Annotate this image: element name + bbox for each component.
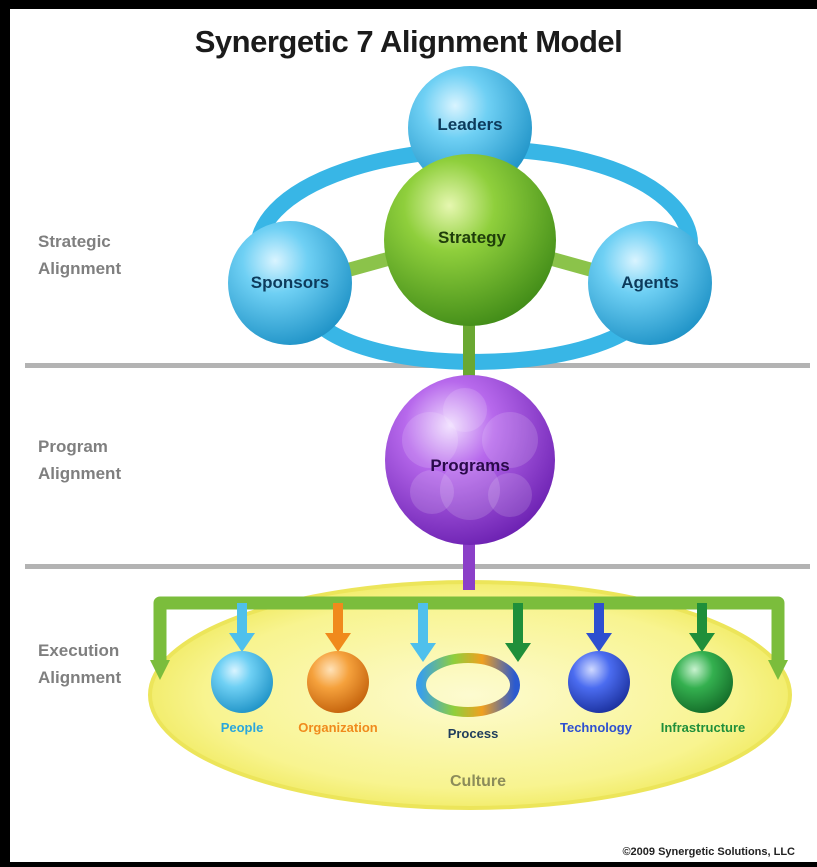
band-label-line: Program	[38, 437, 108, 456]
execution-alignment-label: Execution Alignment	[38, 637, 121, 691]
arrow-organization-head	[325, 633, 351, 652]
organization-sphere	[307, 651, 369, 713]
frame-border-left	[0, 0, 10, 867]
leaders-label: Leaders	[437, 115, 502, 134]
bubble	[482, 412, 538, 468]
infrastructure-label: Infrastructure	[661, 720, 746, 735]
infrastructure-sphere	[671, 651, 733, 713]
program-alignment-label: Program Alignment	[38, 433, 121, 487]
stem-strategy-programs	[463, 310, 475, 385]
arrow-right-end	[768, 660, 788, 680]
arrow-infrastructure	[697, 603, 707, 635]
arrow-process-right-head	[505, 643, 531, 662]
programs-label: Programs	[430, 456, 509, 475]
band-label-line: Alignment	[38, 259, 122, 278]
stem-programs-execution	[463, 540, 475, 590]
copyright-notice: ©2009 Synergetic Solutions, LLC	[622, 846, 795, 858]
band-divider-2	[25, 564, 810, 569]
bubble	[443, 388, 487, 432]
sponsors-label: Sponsors	[251, 273, 329, 292]
arrow-process-left-head	[410, 643, 436, 662]
arrow-process-left	[418, 603, 428, 645]
people-label: People	[221, 720, 264, 735]
bubble	[440, 460, 500, 520]
agents-label: Agents	[621, 273, 679, 292]
band-label-line: Strategic	[38, 232, 111, 251]
arrow-people-head	[229, 633, 255, 652]
band-label-line: Alignment	[38, 668, 122, 687]
orbit-ring-bottom	[302, 307, 653, 370]
strategy-node	[384, 154, 556, 326]
strategy-label: Strategy	[438, 228, 507, 247]
arrow-left-end	[150, 660, 170, 680]
technology-label: Technology	[560, 720, 633, 735]
arrow-infrastructure-head	[689, 633, 715, 652]
process-ring	[416, 653, 520, 717]
bubble	[402, 412, 458, 468]
process-label: Process	[448, 726, 499, 741]
arrow-organization	[333, 603, 343, 635]
organization-label: Organization	[298, 720, 378, 735]
agents-node	[588, 221, 712, 345]
band-label-line: Execution	[38, 641, 120, 660]
frame-border-top	[0, 0, 817, 9]
strategic-alignment-label: Strategic Alignment	[38, 228, 121, 282]
programs-node	[385, 375, 555, 545]
drop-arrows	[229, 603, 715, 662]
diagram-title: Synergetic 7 Alignment Model	[194, 24, 623, 59]
programs-bubbles	[402, 388, 538, 520]
arrow-process-right	[513, 603, 523, 645]
arrow-technology-head	[586, 633, 612, 652]
sponsors-node	[228, 221, 352, 345]
leaders-node	[408, 66, 532, 190]
bubble	[410, 470, 454, 514]
frame-border-bottom	[0, 862, 817, 867]
technology-sphere	[568, 651, 630, 713]
culture-label: Culture	[450, 773, 506, 790]
people-sphere	[211, 651, 273, 713]
bubble	[488, 473, 532, 517]
band-label-line: Alignment	[38, 464, 122, 483]
arrow-technology	[594, 603, 604, 635]
arrow-people	[237, 603, 247, 635]
execution-distribution-bar	[153, 596, 785, 665]
